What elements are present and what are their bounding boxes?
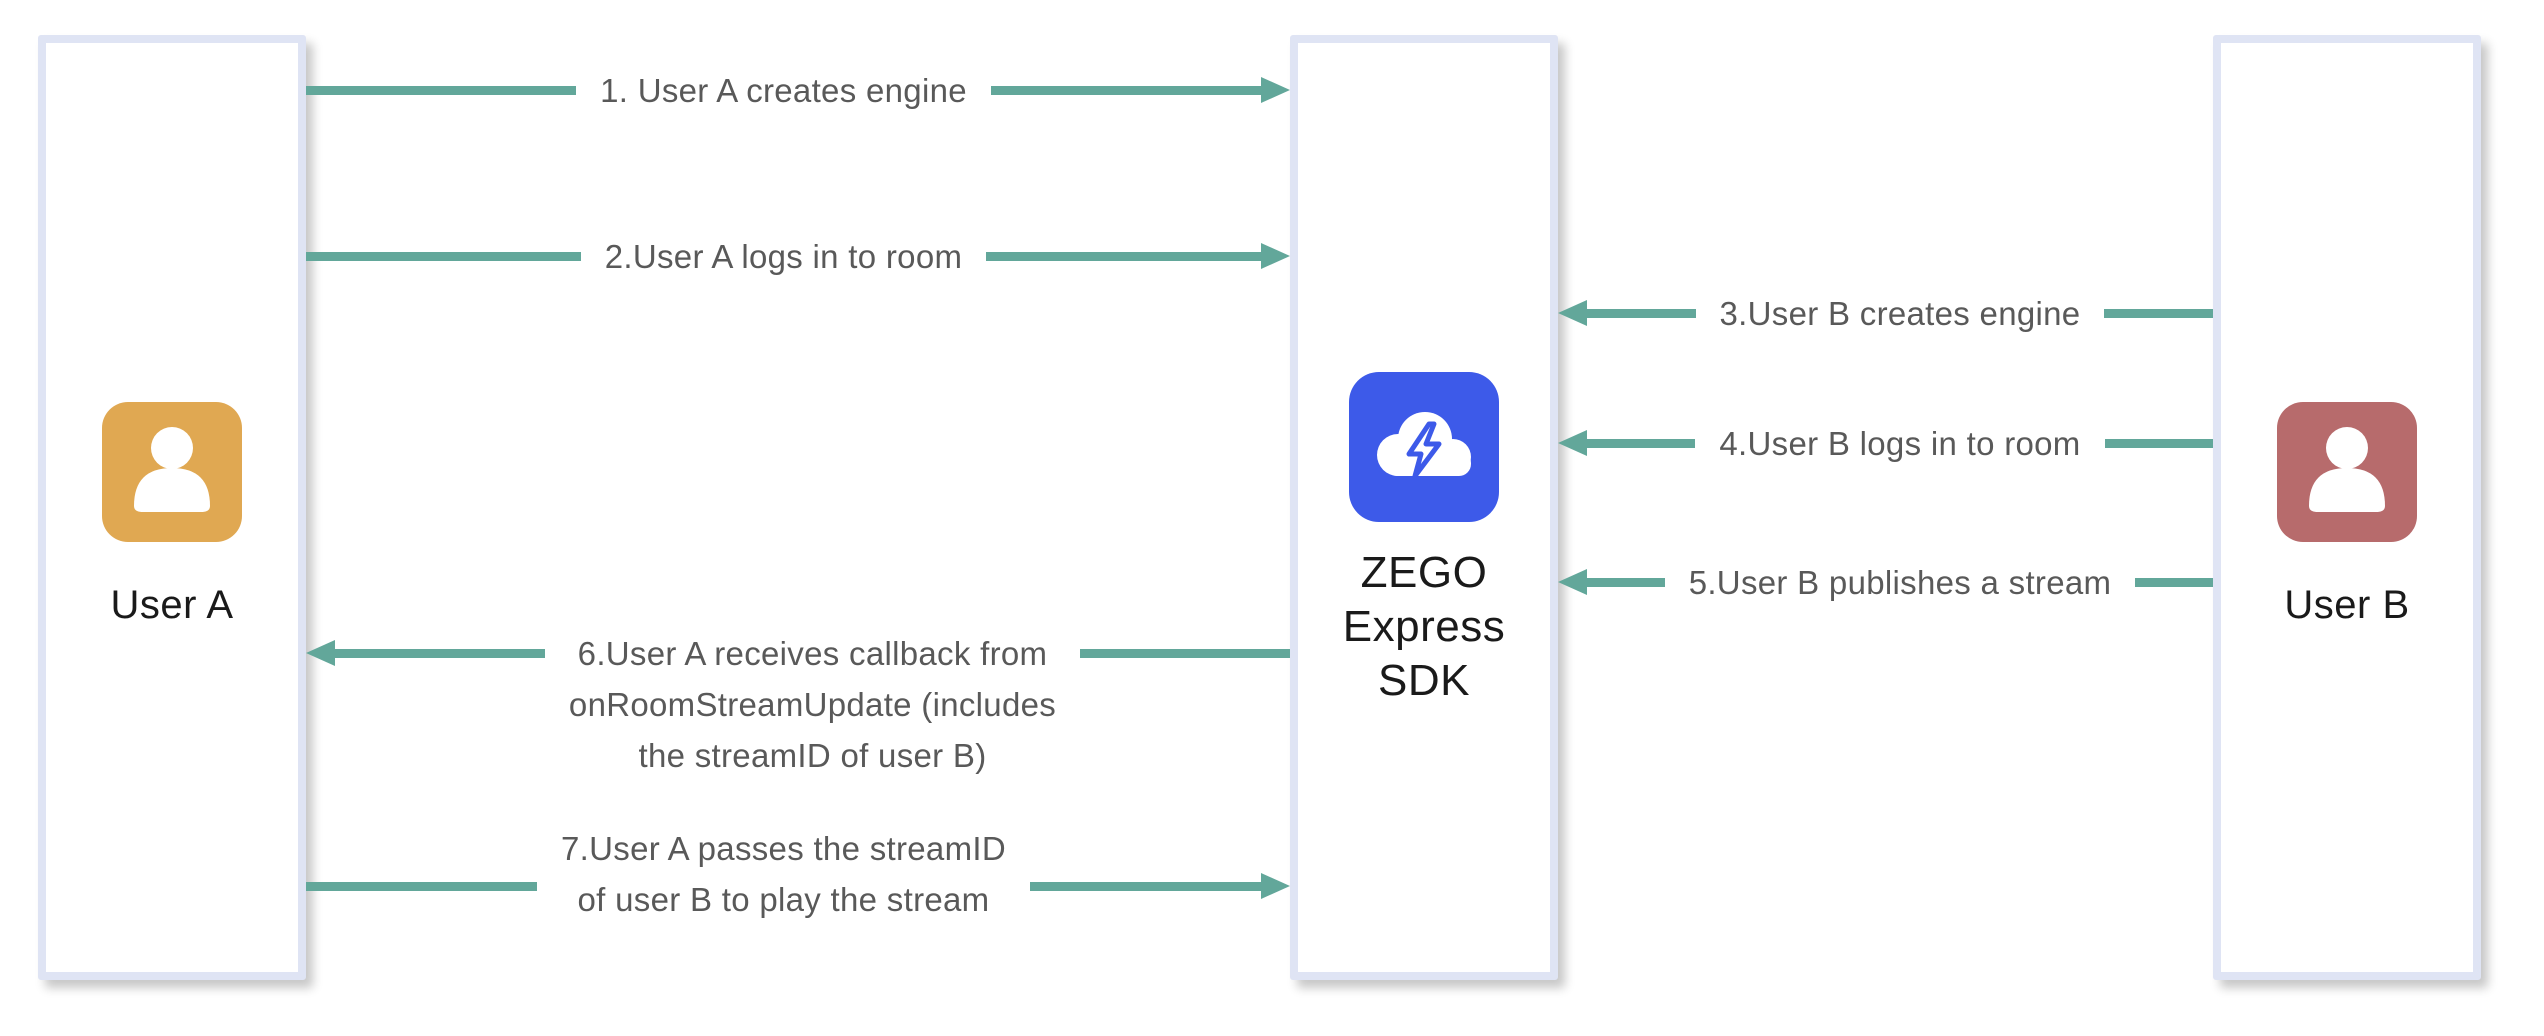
message-7-arrow: 7.User A passes the streamID of user B t… — [306, 830, 1290, 918]
arrow-line — [2104, 438, 2213, 448]
message-2-arrow: 2.User A logs in to room — [306, 236, 1291, 276]
person-icon-glyph — [134, 427, 210, 512]
arrow-line — [306, 85, 577, 95]
message-6-label: 6.User A receives callback from onRoomSt… — [568, 634, 1057, 774]
message-5-label: 5.User B publishes a stream — [1688, 563, 2112, 601]
entity-label-user-a: User A — [110, 583, 234, 627]
arrow-right-icon — [1261, 243, 1291, 269]
message-3-arrow: 3.User B creates engine — [1558, 293, 2213, 333]
arrow-line — [986, 251, 1262, 261]
message-4-arrow: 4.User B logs in to room — [1558, 423, 2213, 463]
entity-box-user-a: User A — [38, 35, 306, 980]
arrow-line — [2104, 308, 2213, 318]
entity-label-user-b: User B — [2284, 583, 2410, 627]
cloud-lightning-icon-glyph — [1377, 412, 1471, 479]
arrow-line — [1029, 881, 1261, 891]
person-icon — [102, 402, 242, 542]
message-7-label: 7.User A passes the streamID of user B t… — [561, 830, 1006, 918]
arrow-line — [335, 648, 545, 658]
arrow-left-icon — [1558, 430, 1587, 456]
cloud-lightning-icon — [1349, 372, 1499, 522]
person-icon-glyph — [2309, 427, 2385, 512]
message-4-label: 4.User B logs in to room — [1719, 424, 2081, 462]
entity-label-sdk: ZEGO Express SDK — [1342, 548, 1506, 705]
arrow-left-icon — [306, 640, 335, 666]
arrow-line — [1587, 438, 1696, 448]
arrow-line — [1080, 648, 1290, 658]
arrow-line — [306, 251, 581, 261]
message-3-label: 3.User B creates engine — [1719, 294, 2081, 332]
message-6-arrow: 6.User A receives callback from onRoomSt… — [306, 633, 1290, 774]
arrow-right-icon — [1261, 873, 1290, 899]
message-1-label: 1. User A creates engine — [600, 71, 967, 109]
arrow-line — [2135, 577, 2213, 587]
arrow-line — [306, 881, 538, 891]
message-2-label: 2.User A logs in to room — [604, 237, 963, 275]
arrow-left-icon — [1558, 569, 1587, 595]
arrow-line — [990, 85, 1262, 95]
entity-box-user-b: User B — [2213, 35, 2481, 980]
message-1-arrow: 1. User A creates engine — [306, 70, 1291, 110]
person-icon — [2277, 402, 2417, 542]
message-5-arrow: 5.User B publishes a stream — [1558, 562, 2213, 602]
arrow-line — [1587, 577, 1665, 587]
arrow-left-icon — [1558, 300, 1587, 326]
arrow-right-icon — [1261, 77, 1291, 103]
entity-box-sdk: ZEGO Express SDK — [1290, 35, 1558, 980]
arrow-line — [1587, 308, 1696, 318]
